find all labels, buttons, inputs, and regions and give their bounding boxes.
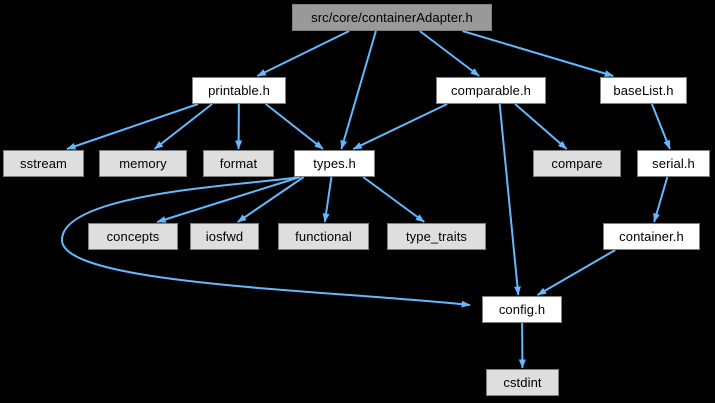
node-label: memory (119, 156, 167, 171)
edge-containerAdapter-to-baseList (462, 30, 614, 77)
edge-types-to-functional (322, 176, 333, 223)
node-comparable[interactable]: comparable.h (436, 77, 546, 104)
edge-comparable-to-types (352, 103, 448, 150)
edge-types-to-config (60, 176, 471, 308)
edge-containerAdapter-to-types (340, 30, 377, 150)
node-type_traits[interactable]: type_traits (387, 223, 486, 250)
node-iosfwd[interactable]: iosfwd (190, 223, 259, 250)
node-label: concepts (106, 229, 160, 244)
node-label: cstdint (503, 375, 542, 390)
edge-comparable-to-config (498, 103, 521, 296)
node-label: comparable.h (451, 83, 531, 98)
edge-containerAdapter-to-printable (256, 30, 350, 77)
edge-comparable-to-compare (514, 103, 568, 150)
node-label: serial.h (652, 156, 695, 171)
node-printable[interactable]: printable.h (192, 77, 286, 104)
node-cstdint[interactable]: cstdint (486, 369, 559, 396)
node-types[interactable]: types.h (294, 150, 375, 177)
node-label: printable.h (208, 83, 270, 98)
edge-printable-to-memory (153, 103, 213, 150)
node-label: sstream (20, 156, 67, 171)
node-label: config.h (498, 302, 546, 317)
edge-container-to-config (537, 249, 616, 296)
node-label: types.h (313, 156, 356, 171)
node-containerAdapter[interactable]: src/core/containerAdapter.h (292, 4, 492, 31)
edge-serial-to-container (653, 176, 669, 223)
edge-printable-to-types (265, 103, 324, 150)
node-concepts[interactable]: concepts (88, 223, 178, 250)
node-format[interactable]: format (203, 150, 274, 177)
node-label: format (219, 156, 258, 171)
node-functional[interactable]: functional (278, 223, 369, 250)
node-sstream[interactable]: sstream (3, 150, 84, 177)
edge-printable-to-sstream (66, 103, 199, 150)
node-label: type_traits (405, 229, 468, 244)
edge-types-to-iosfwd (237, 176, 305, 223)
node-label: src/core/containerAdapter.h (311, 10, 473, 25)
edge-types-to-concepts (156, 176, 301, 223)
node-container[interactable]: container.h (603, 223, 700, 250)
node-label: functional (295, 229, 352, 244)
node-memory[interactable]: memory (99, 150, 187, 177)
node-label: compare (551, 156, 603, 171)
edge-baseList-to-serial (650, 103, 671, 150)
node-label: container.h (619, 229, 684, 244)
node-label: iosfwd (205, 229, 244, 244)
node-config[interactable]: config.h (482, 296, 562, 323)
node-baseList[interactable]: baseList.h (600, 77, 687, 104)
node-label: baseList.h (613, 83, 674, 98)
node-serial[interactable]: serial.h (637, 150, 710, 177)
node-compare[interactable]: compare (533, 150, 621, 177)
edge-containerAdapter-to-comparable (419, 30, 480, 77)
edge-types-to-type_traits (362, 176, 425, 223)
